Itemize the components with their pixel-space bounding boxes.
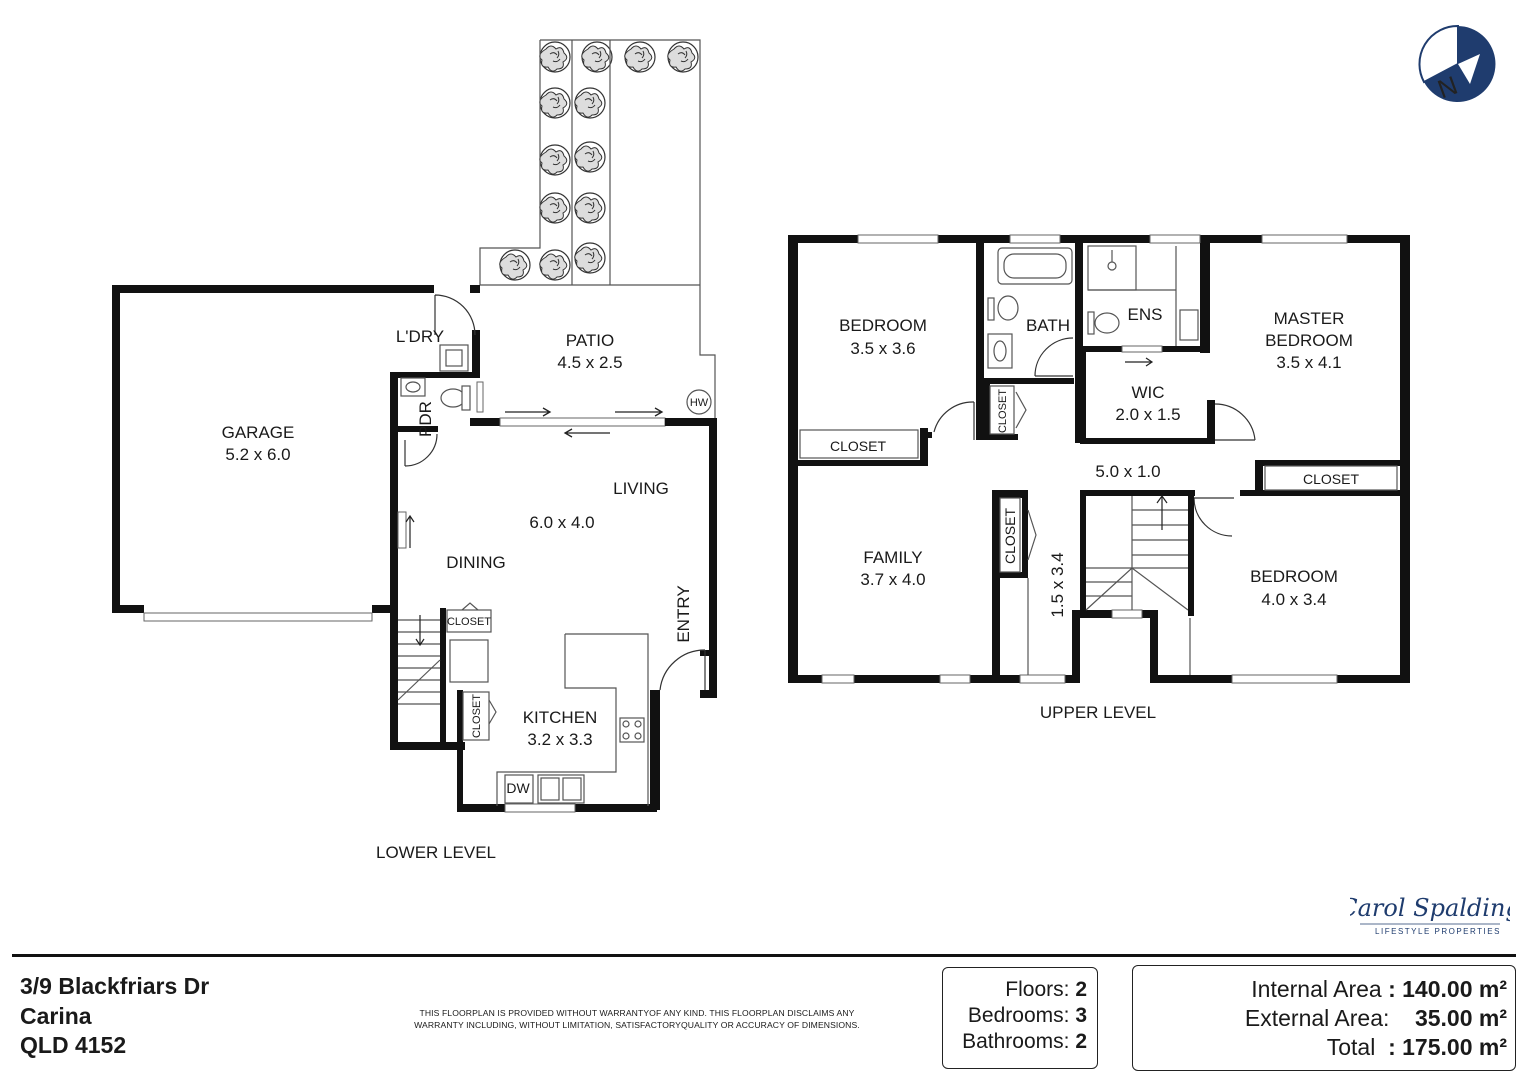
- toilet-icon: [987, 295, 1019, 321]
- bedroom-1-label: BEDROOM: [839, 316, 927, 335]
- property-address: 3/9 Blackfriars Dr Carina QLD 4152: [20, 972, 209, 1061]
- powder-label: PDR: [416, 401, 435, 437]
- family-label: FAMILY: [863, 548, 922, 567]
- bedroom-1-dim: 3.5 x 3.6: [850, 339, 915, 358]
- internal-area-label: Internal Area: [1251, 976, 1382, 1002]
- patio-label: PATIO: [566, 331, 615, 350]
- bedroom-2-label: BEDROOM: [1250, 567, 1338, 586]
- master-label-1: MASTER: [1274, 309, 1345, 328]
- basin-icon: [987, 333, 1013, 369]
- internal-area-value: : 140.00 m²: [1388, 976, 1507, 1002]
- bedrooms-row: Bedrooms: 3: [968, 1004, 1087, 1028]
- external-area-label: External Area:: [1244, 1005, 1390, 1031]
- master-dim: 3.5 x 4.1: [1276, 353, 1341, 372]
- toilet-icon: [440, 385, 471, 411]
- master-label-2: BEDROOM: [1265, 331, 1353, 350]
- closet-lower-label: CLOSET: [471, 694, 483, 738]
- floors-value: 2: [1075, 978, 1087, 1001]
- upper-level-label: UPPER LEVEL: [1040, 703, 1156, 722]
- bedroom-2-dim: 4.0 x 3.4: [1261, 590, 1326, 609]
- stairs-icon: [1080, 490, 1195, 616]
- bathrooms-value: 2: [1075, 1030, 1087, 1053]
- living-dim: 6.0 x 4.0: [529, 513, 594, 532]
- disclaimer-line-2: WARRANTY INCLUDING, WITHOUT LIMITATION, …: [414, 1020, 860, 1030]
- bathtub-icon: [997, 247, 1073, 285]
- total-area-label: Total: [1326, 1034, 1376, 1060]
- wic-label: WIC: [1131, 383, 1164, 402]
- bedrooms-value: 3: [1075, 1004, 1087, 1027]
- basin-icon: [1179, 309, 1199, 341]
- disclaimer-line-1: THIS FLOORPLAN IS PROVIDED WITHOUT WARRA…: [419, 1008, 855, 1018]
- entry-label: ENTRY: [674, 585, 693, 642]
- logo-tagline: LIFESTYLE PROPERTIES: [1375, 927, 1501, 936]
- address-line-2: Carina: [20, 1002, 92, 1029]
- stair-hall-dim: 1.5 x 3.4: [1048, 552, 1067, 617]
- bathrooms-label: Bathrooms:: [962, 1030, 1070, 1053]
- toilet-icon: [1087, 311, 1120, 335]
- basin-icon: [400, 377, 426, 397]
- wic-dim: 2.0 x 1.5: [1115, 405, 1180, 424]
- floors-label: Floors:: [1005, 978, 1070, 1001]
- internal-area-row: Internal Area : 140.00 m²: [1251, 976, 1507, 1003]
- address-line-3: QLD 4152: [20, 1032, 127, 1058]
- kitchen-dim: 3.2 x 3.3: [527, 730, 592, 749]
- garage-dim: 5.2 x 6.0: [225, 445, 290, 464]
- tree-icon: [499, 41, 699, 281]
- disclaimer: THIS FLOORPLAN IS PROVIDED WITHOUT WARRA…: [402, 1007, 872, 1031]
- linen-closet-label: CLOSET: [997, 389, 1009, 433]
- bedrooms-label: Bedrooms:: [967, 1004, 1070, 1027]
- hot-water-label: HW: [690, 397, 709, 409]
- laundry-label: L'DRY: [396, 327, 444, 346]
- closet-upper-label: CLOSET: [447, 616, 491, 628]
- bedroom-1-closet-label: CLOSET: [830, 438, 886, 454]
- hall-closet-label: CLOSET: [1002, 508, 1018, 564]
- hot-water-unit: [686, 389, 712, 415]
- lower-level-plan: [112, 39, 717, 813]
- lower-level-label: LOWER LEVEL: [376, 843, 496, 862]
- patio-dim: 4.5 x 2.5: [557, 353, 622, 372]
- dining-label: DINING: [446, 553, 506, 572]
- floors-row: Floors: 2: [1005, 978, 1087, 1002]
- total-area-value: : 175.00 m²: [1388, 1034, 1507, 1060]
- floorplan-drawing: GARAGE 5.2 x 6.0 L'DRY PDR PATIO 4.5 x 2…: [112, 39, 1410, 862]
- property-stats-box: Floors: 2 Bedrooms: 3 Bathrooms: 2: [942, 967, 1098, 1069]
- garage-label: GARAGE: [222, 423, 295, 442]
- total-area-row: Total : 175.00 m²: [1327, 1034, 1507, 1061]
- family-dim: 3.7 x 4.0: [860, 570, 925, 589]
- cooktop-icon: [619, 717, 645, 743]
- sink-icon: [537, 774, 585, 804]
- bathrooms-row: Bathrooms: 2: [962, 1030, 1087, 1054]
- address-line-1: 3/9 Blackfriars Dr: [20, 973, 210, 999]
- bath-label: BATH: [1026, 316, 1070, 335]
- bedroom-2-closet-label: CLOSET: [1303, 471, 1359, 487]
- area-summary-box: Internal Area : 140.00 m² External Area:…: [1132, 965, 1516, 1071]
- external-area-row: External Area: 35.00 m²: [1245, 1005, 1507, 1032]
- upper-level-plan: [788, 234, 1410, 684]
- logo-script: Carol Spalding: [1350, 894, 1510, 922]
- ensuite-label: ENS: [1128, 305, 1163, 324]
- living-label: LIVING: [613, 479, 669, 498]
- dishwasher-label: DW: [506, 780, 530, 796]
- external-area-value: 35.00 m²: [1414, 1005, 1507, 1031]
- kitchen-label: KITCHEN: [523, 708, 598, 727]
- hallway-dim: 5.0 x 1.0: [1095, 462, 1160, 481]
- agency-logo: Carol Spalding LIFESTYLE PROPERTIES: [1339, 876, 1521, 940]
- compass-icon: N: [1418, 24, 1496, 104]
- stairs-icon: [390, 605, 465, 750]
- footer-divider: [12, 954, 1516, 957]
